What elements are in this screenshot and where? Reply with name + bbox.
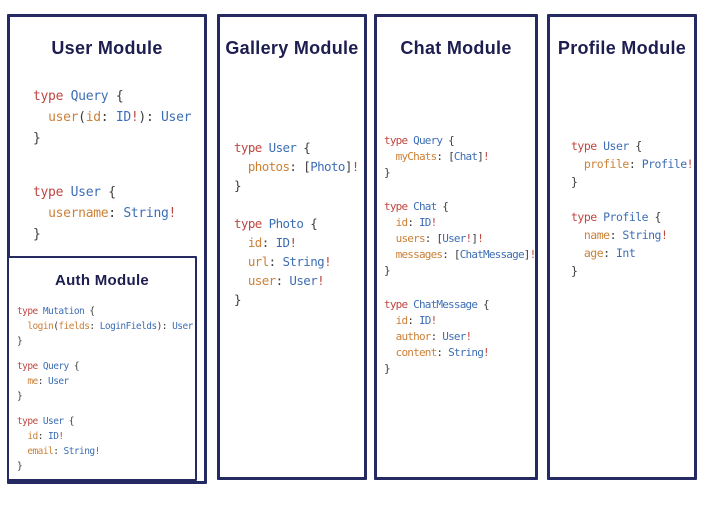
code-line: type User {: [17, 416, 74, 427]
code-line: }: [33, 131, 41, 146]
code-line: }: [234, 178, 242, 193]
code-line: type Profile {: [571, 210, 661, 224]
code-line: type Query {: [384, 134, 455, 147]
code-line: type Query {: [17, 361, 80, 372]
code-line: id: ID!: [27, 431, 64, 442]
auth-module-box: Auth Module type Mutation { login(fields…: [7, 256, 197, 481]
auth-module-code: type Mutation { login(fields: LoginField…: [17, 304, 193, 474]
code-block: type Photo { id: ID! url: String! user: …: [234, 214, 359, 309]
code-block: type User { id: ID! email: String!}: [17, 414, 193, 474]
code-line: user: User!: [247, 273, 325, 288]
chat-module-box: Chat Module type Query { myChats: [Chat]…: [374, 14, 538, 480]
code-line: login(fields: LoginFields): User: [27, 321, 193, 332]
code-line: type Photo {: [234, 216, 318, 231]
profile-module-code: type User { profile: Profile!}type Profi…: [571, 137, 694, 280]
chat-module-title: Chat Module: [400, 38, 512, 58]
code-line: }: [17, 391, 23, 402]
code-line: }: [384, 166, 391, 179]
code-block: type User { photos: [Photo]!}: [234, 138, 359, 195]
code-line: }: [17, 461, 23, 472]
code-line: messages: [ChatMessage]!: [395, 248, 537, 261]
code-line: username: String!: [48, 206, 177, 221]
code-line: user(id: ID!): User: [48, 110, 192, 125]
code-block: type Query { me: User}: [17, 359, 193, 404]
code-line: }: [234, 292, 242, 307]
code-line: id: ID!: [395, 314, 438, 327]
code-line: photos: [Photo]!: [247, 159, 359, 174]
code-line: age: Int: [583, 246, 636, 260]
code-line: id: ID!: [395, 216, 438, 229]
code-line: }: [384, 264, 391, 277]
code-line: type Mutation {: [17, 306, 95, 317]
code-block: type User { profile: Profile!}: [571, 137, 694, 191]
gallery-module-box: Gallery Module type User { photos: [Phot…: [217, 14, 367, 480]
code-block: type Mutation { login(fields: LoginField…: [17, 304, 193, 349]
code-line: }: [384, 362, 391, 375]
code-line: author: User!: [395, 330, 472, 343]
user-module-title: User Module: [51, 38, 163, 58]
code-block: type User { username: String!}: [33, 182, 191, 245]
code-line: }: [17, 336, 23, 347]
gallery-module-code: type User { photos: [Photo]!}type Photo …: [234, 138, 359, 309]
code-line: content: String!: [395, 346, 490, 359]
code-block: type ChatMessage { id: ID! author: User!…: [384, 297, 535, 377]
code-block: type Chat { id: ID! users: [User!]! mess…: [384, 199, 537, 279]
code-block: type Query { user(id: ID!): User}: [33, 86, 191, 149]
code-line: type User {: [234, 140, 311, 155]
code-line: type Chat {: [384, 200, 449, 213]
code-line: type Query {: [33, 89, 124, 104]
code-line: }: [571, 175, 578, 189]
code-line: }: [33, 227, 41, 242]
code-line: url: String!: [247, 254, 332, 269]
auth-module-title: Auth Module: [54, 272, 150, 289]
code-line: id: ID!: [247, 235, 297, 250]
code-block: type Query { myChats: [Chat]!}: [384, 133, 535, 181]
user-module-code: type Query { user(id: ID!): User}type Us…: [33, 86, 191, 245]
gallery-module-title: Gallery Module: [225, 38, 359, 58]
profile-module-title: Profile Module: [557, 38, 687, 58]
code-line: me: User: [27, 376, 69, 387]
code-line: profile: Profile!: [583, 157, 694, 171]
code-block: type Profile { name: String! age: Int}: [571, 208, 693, 280]
profile-module-box: Profile Module type User { profile: Prof…: [547, 14, 697, 480]
code-line: email: String!: [27, 446, 100, 457]
code-line: type ChatMessage {: [384, 298, 490, 311]
code-line: name: String!: [583, 228, 668, 242]
code-line: users: [User!]!: [395, 232, 484, 245]
code-line: type User {: [33, 185, 116, 200]
code-line: }: [571, 264, 578, 278]
code-line: type User {: [571, 139, 642, 153]
code-line: myChats: [Chat]!: [395, 150, 490, 163]
chat-module-code: type Query { myChats: [Chat]!}type Chat …: [384, 133, 537, 377]
